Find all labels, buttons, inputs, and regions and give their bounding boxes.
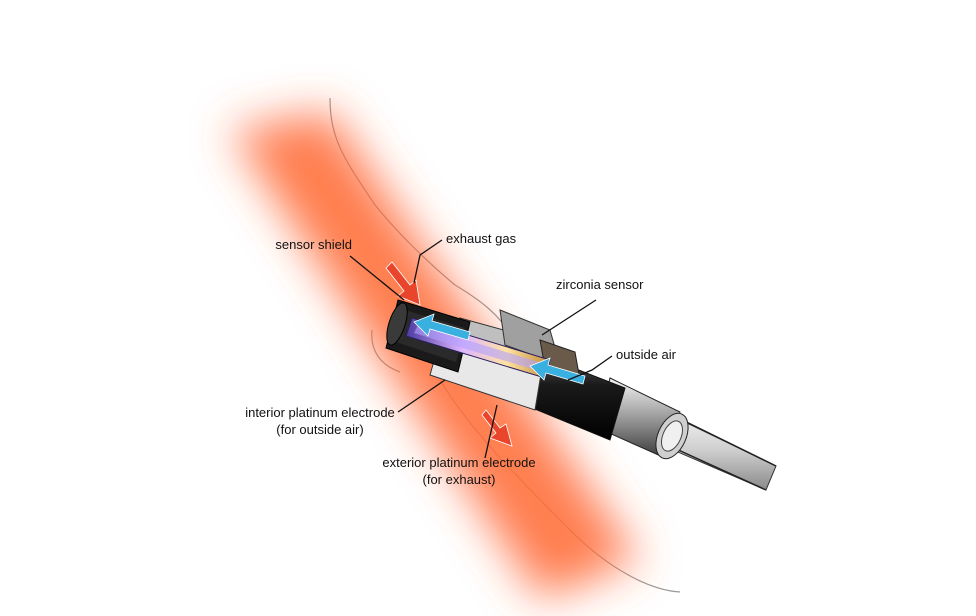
exhaust-gas-arrows xyxy=(385,261,513,447)
label-outside-air: outside air xyxy=(616,347,676,362)
leader-zirconia-sensor xyxy=(541,299,597,336)
label-exterior-electrode-line1: exterior platinum electrode xyxy=(382,455,536,470)
leader-outside-air xyxy=(567,355,613,381)
label-zirconia-sensor: zirconia sensor xyxy=(556,277,644,292)
label-exterior-platinum-electrode: exterior platinum electrode (for exhaust… xyxy=(364,454,554,488)
label-interior-electrode-line1: interior platinum electrode xyxy=(245,405,395,420)
leader-exhaust-gas xyxy=(413,239,443,284)
leader-interior-electrode xyxy=(397,379,446,413)
label-exterior-electrode-line2: (for exhaust) xyxy=(422,472,496,487)
leader-exterior-electrode xyxy=(484,404,498,459)
label-interior-platinum-electrode: interior platinum electrode (for outside… xyxy=(230,404,410,438)
label-sensor-shield: sensor shield xyxy=(275,237,352,252)
leader-lines xyxy=(349,239,613,459)
outside-air-arrows xyxy=(413,313,586,385)
zirconia-core xyxy=(405,317,551,379)
label-interior-electrode-line2: (for outside air) xyxy=(276,422,364,437)
label-exhaust-gas: exhaust gas xyxy=(446,231,517,246)
leader-sensor-shield xyxy=(349,255,405,301)
